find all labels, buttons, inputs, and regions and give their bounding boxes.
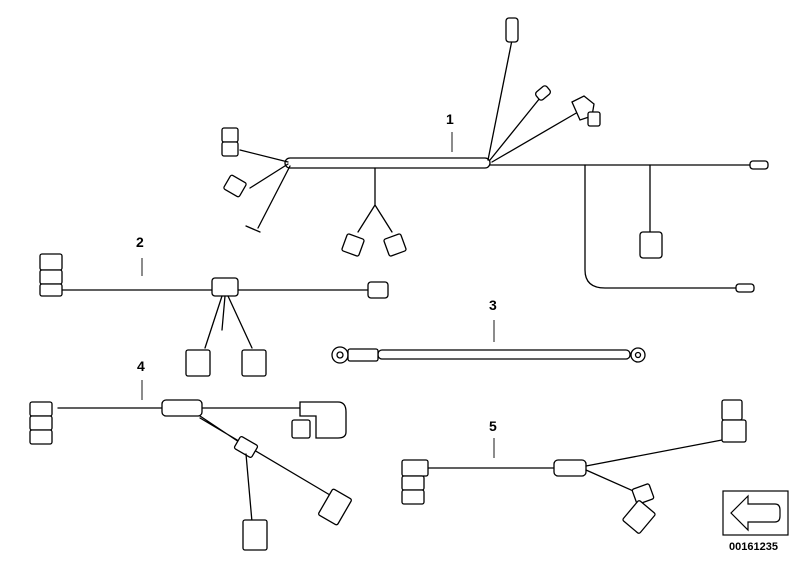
wiring-harness-4[interactable]	[29, 399, 352, 551]
wiring-harness-3[interactable]	[331, 346, 646, 364]
part-label-5: 5	[489, 418, 497, 434]
part-label-4: 4	[137, 358, 145, 374]
document-number: 00161235	[729, 541, 778, 553]
part-label-3: 3	[489, 297, 497, 313]
wiring-harness-5[interactable]	[401, 399, 747, 534]
part-label-1: 1	[446, 111, 454, 127]
part-label-2: 2	[136, 234, 144, 250]
wiring-harness-1[interactable]	[221, 17, 769, 293]
wiring-harness-2[interactable]	[39, 253, 389, 377]
back-arrow-icon[interactable]	[722, 490, 789, 536]
